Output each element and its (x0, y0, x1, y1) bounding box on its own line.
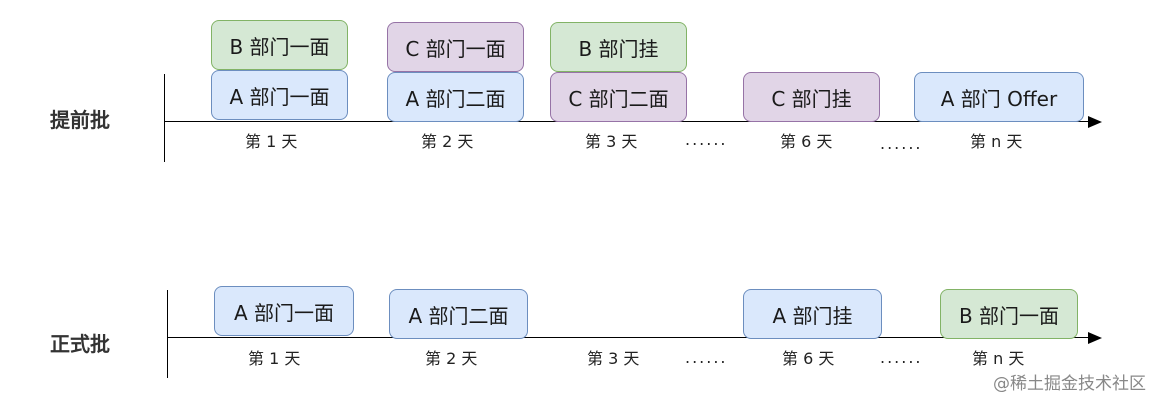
day-label: 第 n 天 (970, 132, 1023, 151)
timeline-arrow-formal (1088, 332, 1102, 344)
day-label: 第 2 天 (421, 132, 474, 151)
box-c-second-interview: C 部门二面 (550, 72, 687, 122)
axis-start-advance (164, 74, 165, 162)
day-label: 第 3 天 (585, 132, 638, 151)
day-label: 第 3 天 (587, 349, 640, 368)
box-c-first-interview: C 部门一面 (387, 22, 524, 72)
box-a-first-interview: A 部门一面 (214, 286, 354, 336)
box-b-first-interview: B 部门一面 (211, 20, 348, 70)
ellipsis: ...... (880, 348, 923, 367)
ellipsis: ...... (880, 134, 923, 153)
day-label: 第 6 天 (782, 349, 835, 368)
axis-start-formal (167, 290, 168, 378)
day-label: 第 1 天 (245, 132, 298, 151)
timeline-arrow-advance (1088, 116, 1102, 128)
day-label: 第 n 天 (972, 349, 1025, 368)
box-a-first-interview: A 部门一面 (211, 70, 348, 120)
timeline-formal (167, 337, 1090, 338)
day-label: 第 2 天 (425, 349, 478, 368)
watermark: @稀土掘金技术社区 (993, 374, 1146, 394)
box-c-rejected: C 部门挂 (743, 72, 880, 122)
box-a-second-interview: A 部门二面 (389, 289, 528, 339)
box-a-second-interview: A 部门二面 (387, 72, 524, 122)
ellipsis: ...... (685, 130, 728, 149)
row-label-advance: 提前批 (50, 108, 110, 132)
ellipsis: ...... (685, 348, 728, 367)
day-label: 第 6 天 (780, 132, 833, 151)
box-b-rejected: B 部门挂 (550, 22, 687, 72)
box-a-rejected: A 部门挂 (743, 289, 882, 339)
day-label: 第 1 天 (248, 349, 301, 368)
row-label-formal: 正式批 (50, 332, 110, 356)
box-b-first-interview: B 部门一面 (940, 289, 1078, 339)
box-a-offer: A 部门 Offer (914, 72, 1084, 122)
